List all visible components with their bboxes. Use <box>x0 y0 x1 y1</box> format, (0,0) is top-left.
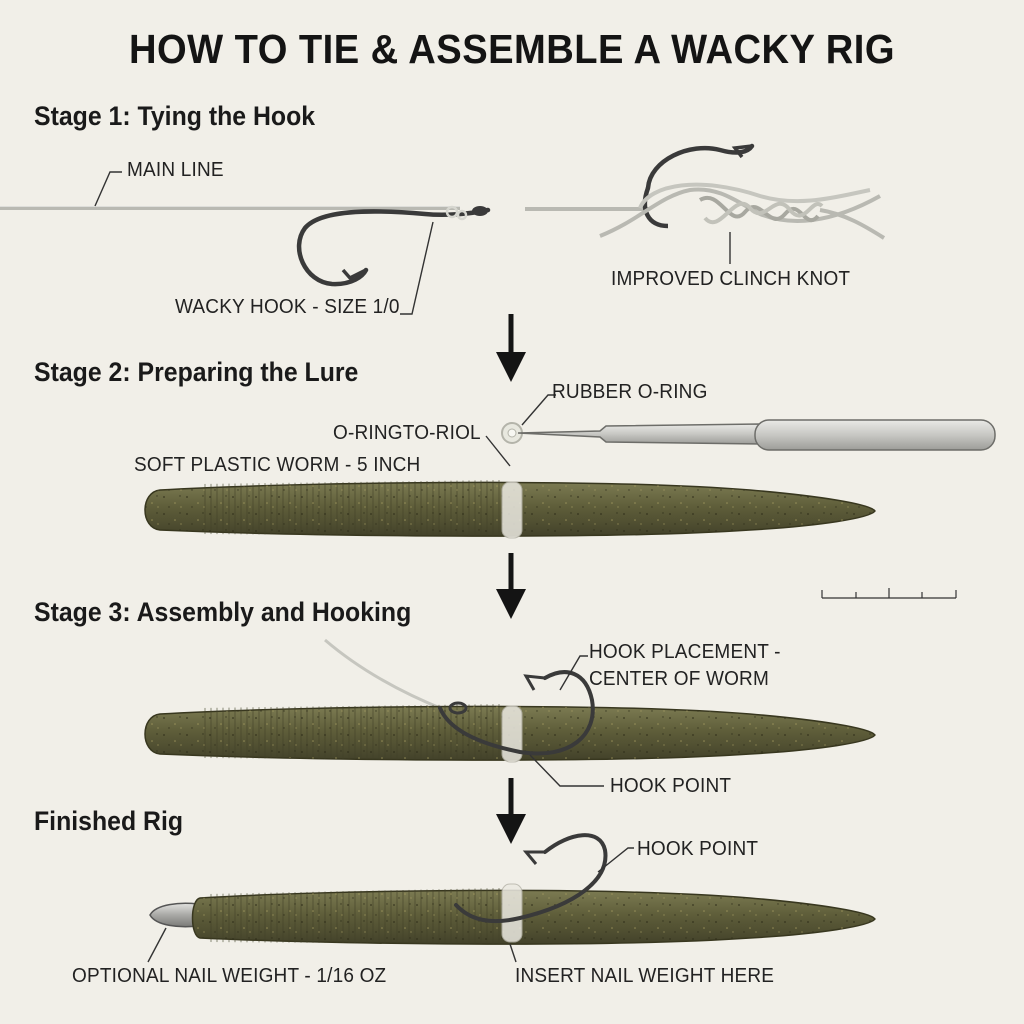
nail-weight-leader <box>147 927 167 963</box>
oring-tool-leader <box>485 435 511 467</box>
wacky-hook-icon <box>296 205 491 287</box>
oring-tool-icon <box>501 419 996 451</box>
soft-worm-stage3 <box>144 704 876 763</box>
label-hook-point-stage3: HOOK POINT <box>610 775 732 797</box>
line-to-hook <box>324 638 446 712</box>
label-nail-weight: OPTIONAL NAIL WEIGHT - 1/16 OZ <box>72 965 387 987</box>
wacky-hook-leader <box>400 221 434 315</box>
label-hook-placement-line2: CENTER OF WORM <box>589 668 769 690</box>
arrow-down-icon <box>496 314 526 382</box>
hook-point-stage3-leader <box>529 754 604 787</box>
clinch-knot-icon <box>525 143 886 240</box>
label-rubber-oring: RUBBER O-RING <box>552 381 708 403</box>
rubber-oring-leader <box>521 394 556 426</box>
stage-3-heading: Stage 3: Assembly and Hooking <box>34 597 412 627</box>
hook-placement-leader <box>559 655 588 691</box>
stage-2-heading: Stage 2: Preparing the Lure <box>34 357 359 387</box>
scale-bar <box>821 588 957 599</box>
label-wacky-hook: WACKY HOOK - SIZE 1/0 <box>175 296 400 318</box>
label-hook-point-finished: HOOK POINT <box>637 838 759 860</box>
insert-nail-leader <box>509 943 517 963</box>
hook-point-finished-leader <box>597 847 634 873</box>
label-main-line: MAIN LINE <box>127 159 224 181</box>
label-oring-tool: O-RINGTO-RIOL <box>333 422 481 444</box>
page-title: HOW TO TIE & ASSEMBLE A WACKY RIG <box>128 26 895 72</box>
arrow-down-icon <box>496 778 526 844</box>
nail-weight-icon <box>149 902 199 928</box>
hook-stage3-icon <box>438 670 595 756</box>
hook-finished-icon <box>454 833 608 924</box>
label-insert-nail: INSERT NAIL WEIGHT HERE <box>515 965 775 987</box>
label-soft-worm: SOFT PLASTIC WORM - 5 INCH <box>134 454 421 476</box>
stage-1-heading: Stage 1: Tying the Hook <box>34 101 316 131</box>
main-line-leader <box>94 171 122 207</box>
arrow-down-icon <box>496 553 526 619</box>
label-clinch-knot: IMPROVED CLINCH KNOT <box>611 268 851 290</box>
finished-rig-heading: Finished Rig <box>34 806 184 836</box>
label-hook-placement-line1: HOOK PLACEMENT - <box>589 641 781 663</box>
soft-worm-finished <box>191 883 876 945</box>
soft-worm-stage2 <box>144 480 876 539</box>
main-line <box>0 206 460 210</box>
